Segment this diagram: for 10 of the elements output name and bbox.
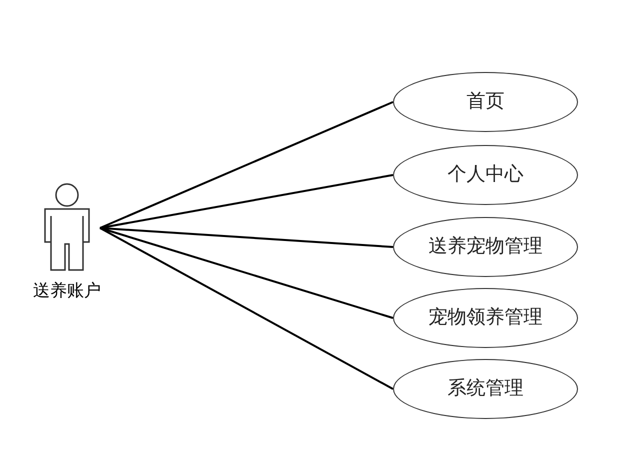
association-line <box>100 101 394 229</box>
use-case-ellipse: 首页 <box>393 72 578 132</box>
use-case-ellipse: 个人中心 <box>393 145 578 205</box>
use-case-ellipse: 送养宠物管理 <box>393 217 578 277</box>
use-case-ellipse: 宠物领养管理 <box>393 288 578 348</box>
use-case-ellipse: 系统管理 <box>393 359 578 419</box>
association-line <box>100 227 394 319</box>
actor-label: 送养账户 <box>33 280 101 302</box>
association-line <box>100 227 394 390</box>
association-line <box>100 174 394 229</box>
